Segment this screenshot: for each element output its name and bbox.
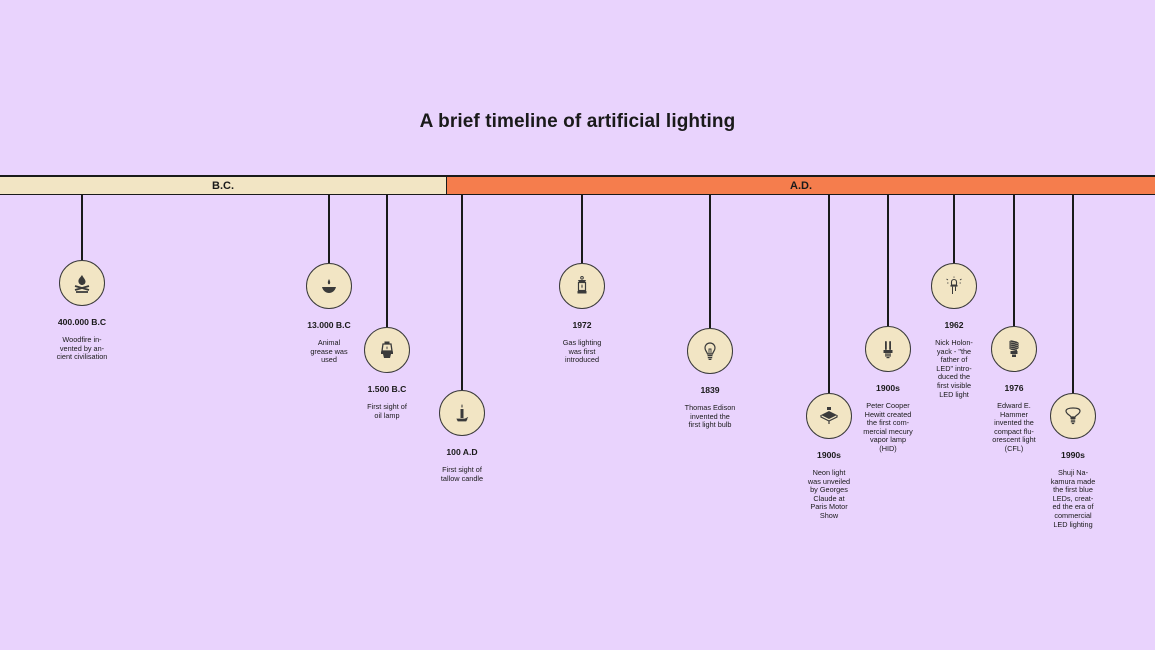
- timeline-stem: [709, 195, 711, 328]
- event-icon-circle: [687, 328, 733, 374]
- timeline-stem: [828, 195, 830, 393]
- neon-light-icon: [818, 405, 840, 427]
- event-date: 1972: [572, 320, 592, 330]
- event-description: Shuji Na- kamura made the first blue LED…: [1050, 468, 1096, 529]
- era-band-ad: A.D.: [446, 175, 1155, 195]
- event-icon-circle: [59, 260, 105, 306]
- event-date: 1900s: [817, 450, 841, 460]
- event-description: Neon light was unveiled by Georges Claud…: [807, 468, 851, 520]
- timeline-stem: [953, 195, 955, 263]
- campfire-icon: [71, 272, 93, 294]
- era-label-bc: B.C.: [212, 179, 234, 192]
- event-icon-circle: [1050, 393, 1096, 439]
- event-date: 1900s: [876, 383, 900, 393]
- event-icon-circle: [559, 263, 605, 309]
- event-description: Peter Cooper Hewitt created the first co…: [863, 401, 913, 453]
- event-description: Woodfire in- vented by an- cient civilis…: [56, 335, 108, 362]
- timeline-stem: [461, 195, 463, 390]
- event-date: 400.000 B.C: [57, 317, 107, 327]
- event-description: First sight of oil lamp: [367, 402, 407, 420]
- light-bulb-icon: [699, 340, 721, 362]
- timeline-stem: [81, 195, 83, 260]
- page-title: A brief timeline of artificial lighting: [419, 111, 736, 132]
- timeline-stem: [328, 195, 330, 263]
- event-icon-circle: [931, 263, 977, 309]
- timeline-stem: [386, 195, 388, 327]
- event-icon-circle: [991, 326, 1037, 372]
- led-icon: [943, 275, 965, 297]
- event-date: 1976: [1004, 383, 1024, 393]
- event-date: 13.000 B.C: [307, 320, 351, 330]
- event-date: 1.500 B.C: [367, 384, 407, 394]
- event-icon-circle: [364, 327, 410, 373]
- event-date: 100 A.D: [446, 447, 478, 457]
- grease-lamp-icon: [318, 275, 340, 297]
- event-icon-circle: [806, 393, 852, 439]
- event-description: Nick Holon- yack - "the father of LED" i…: [935, 338, 973, 399]
- event-icon-circle: [306, 263, 352, 309]
- candle-icon: [451, 402, 473, 424]
- cfl-icon: [1003, 338, 1025, 360]
- event-description: Animal grease was used: [310, 338, 348, 365]
- timeline-stem: [581, 195, 583, 263]
- era-label-ad: A.D.: [790, 179, 812, 192]
- event-date: 1839: [700, 385, 720, 395]
- event-date: 1962: [944, 320, 964, 330]
- event-icon-circle: [865, 326, 911, 372]
- oil-lamp-icon: [376, 339, 398, 361]
- event-description: Thomas Edison invented the first light b…: [684, 403, 736, 430]
- era-band-bc: B.C.: [0, 175, 446, 195]
- event-date: 1990s: [1061, 450, 1085, 460]
- timeline-stem: [1013, 195, 1015, 326]
- event-description: Gas lighting was first introduced: [562, 338, 602, 365]
- vapor-lamp-icon: [877, 338, 899, 360]
- led-bulb-icon: [1062, 405, 1084, 427]
- event-description: Edward E. Hammer invented the compact fl…: [992, 401, 1036, 453]
- event-description: First sight of tallow candle: [440, 465, 484, 483]
- event-icon-circle: [439, 390, 485, 436]
- timeline-stem: [1072, 195, 1074, 393]
- gas-lantern-icon: [571, 275, 593, 297]
- timeline-stem: [887, 195, 889, 326]
